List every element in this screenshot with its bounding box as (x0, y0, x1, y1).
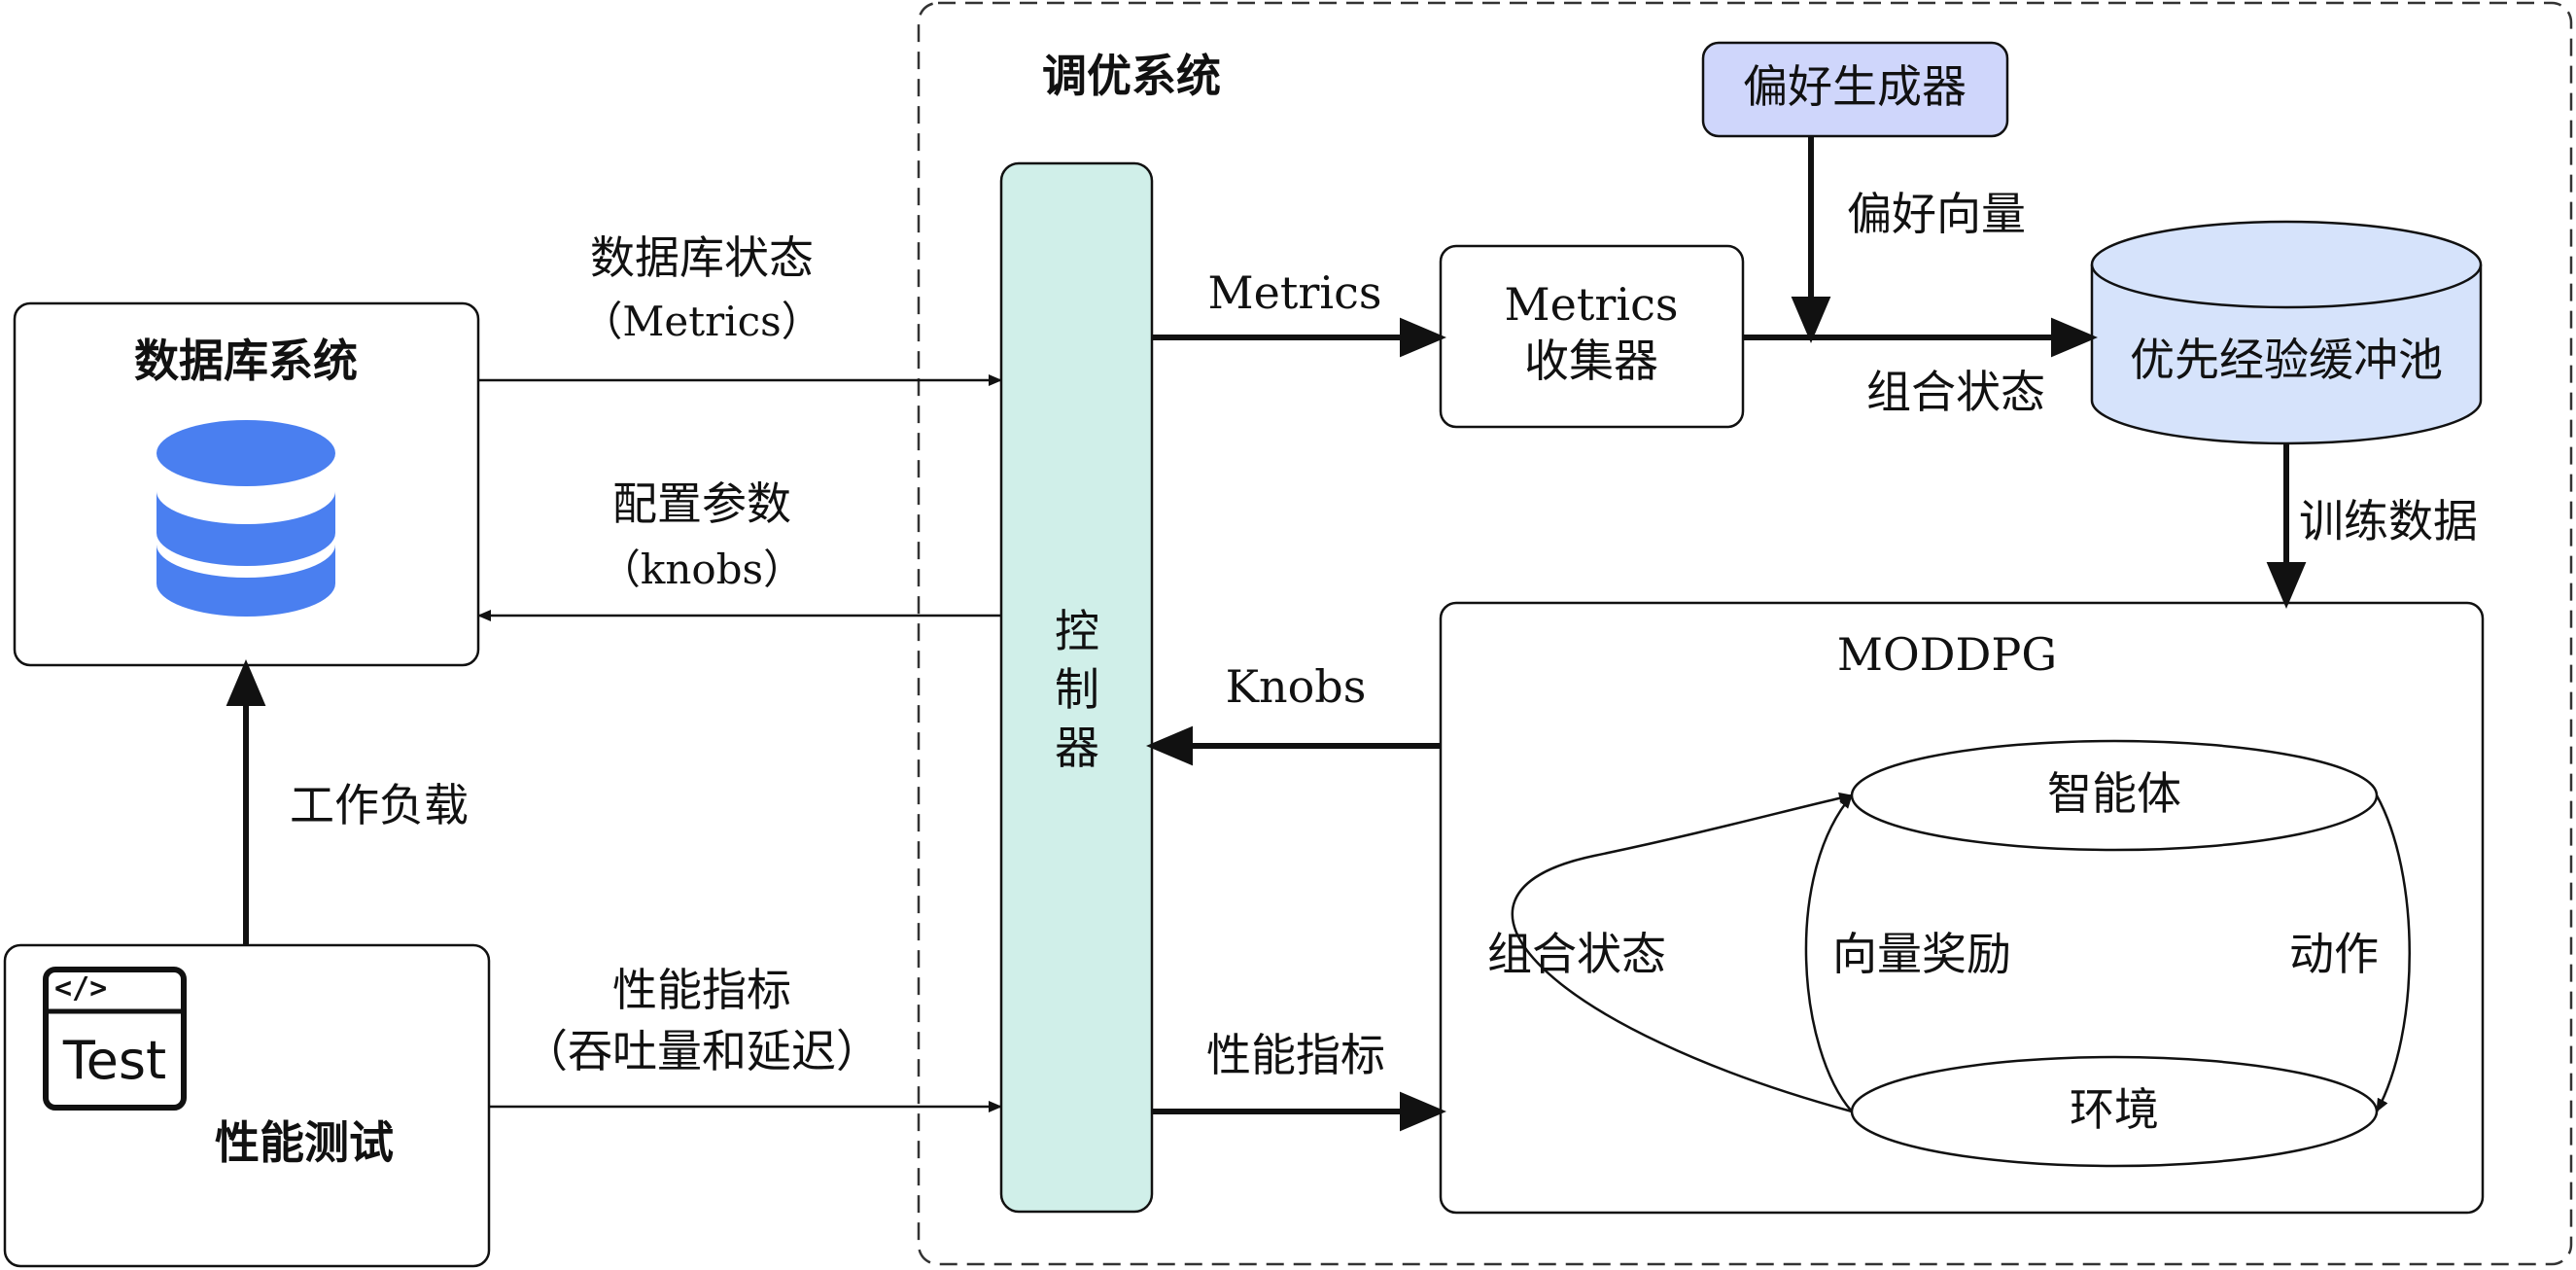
workload-label: 工作负载 (290, 779, 469, 831)
code-window-icon (43, 967, 187, 1111)
controller-char-1: 控 (1055, 605, 1099, 657)
config-label-line2: （knobs） (599, 546, 805, 593)
perf-label-line2: （吞吐量和延迟） (523, 1025, 881, 1077)
db-state-label-line2: （Metrics） (581, 298, 822, 345)
moddpg-combined-state-label: 组合状态 (1487, 928, 1666, 980)
controller-char-2: 制 (1055, 662, 1099, 716)
priority-buffer-cylinder (2090, 220, 2483, 445)
action-label: 动作 (2289, 928, 2379, 980)
database-icon (157, 420, 335, 617)
controller-label: 控 制 器 (1055, 603, 1099, 777)
controller-box (999, 161, 1154, 1214)
tuning-system-frame (917, 1, 2573, 1266)
performance-test-title: 性能测试 (215, 1116, 394, 1169)
code-glyph: </> (54, 971, 108, 1005)
metrics-collector-line2: 收集器 (1524, 335, 1658, 387)
environment-label: 环境 (2070, 1083, 2159, 1136)
controller-char-3: 器 (1055, 721, 1099, 774)
perf-metrics-edge-label: 性能指标 (1206, 1029, 1385, 1081)
config-label-line1: 配置参数 (612, 477, 791, 530)
agent-label: 智能体 (2047, 767, 2181, 820)
action-curve (2375, 794, 2411, 1112)
perf-label-line1: 性能指标 (612, 964, 791, 1016)
preference-generator-box (1701, 41, 2009, 138)
vector-reward-curve (1804, 794, 1853, 1112)
combined-state-curve (1511, 792, 1853, 1113)
preference-vector-label: 偏好向量 (1847, 188, 2026, 240)
vector-reward-label: 向量奖励 (1832, 928, 2011, 980)
moddpg-title: MODDPG (1836, 628, 2058, 681)
test-icon-label: Test (62, 1030, 167, 1091)
training-data-label: 训练数据 (2299, 495, 2478, 547)
metrics-edge-label: Metrics (1207, 266, 1382, 319)
knobs-edge-label: Knobs (1225, 660, 1367, 713)
preference-generator-label: 偏好生成器 (1743, 60, 1967, 113)
database-system-title: 数据库系统 (134, 335, 358, 387)
tuning-system-title: 调优系统 (1042, 50, 1221, 102)
metrics-collector-line1: Metrics (1504, 278, 1679, 331)
combined-state-edge-label: 组合状态 (1866, 366, 2045, 418)
db-state-label-line1: 数据库状态 (590, 231, 814, 284)
priority-buffer-label: 优先经验缓冲池 (2130, 334, 2443, 386)
